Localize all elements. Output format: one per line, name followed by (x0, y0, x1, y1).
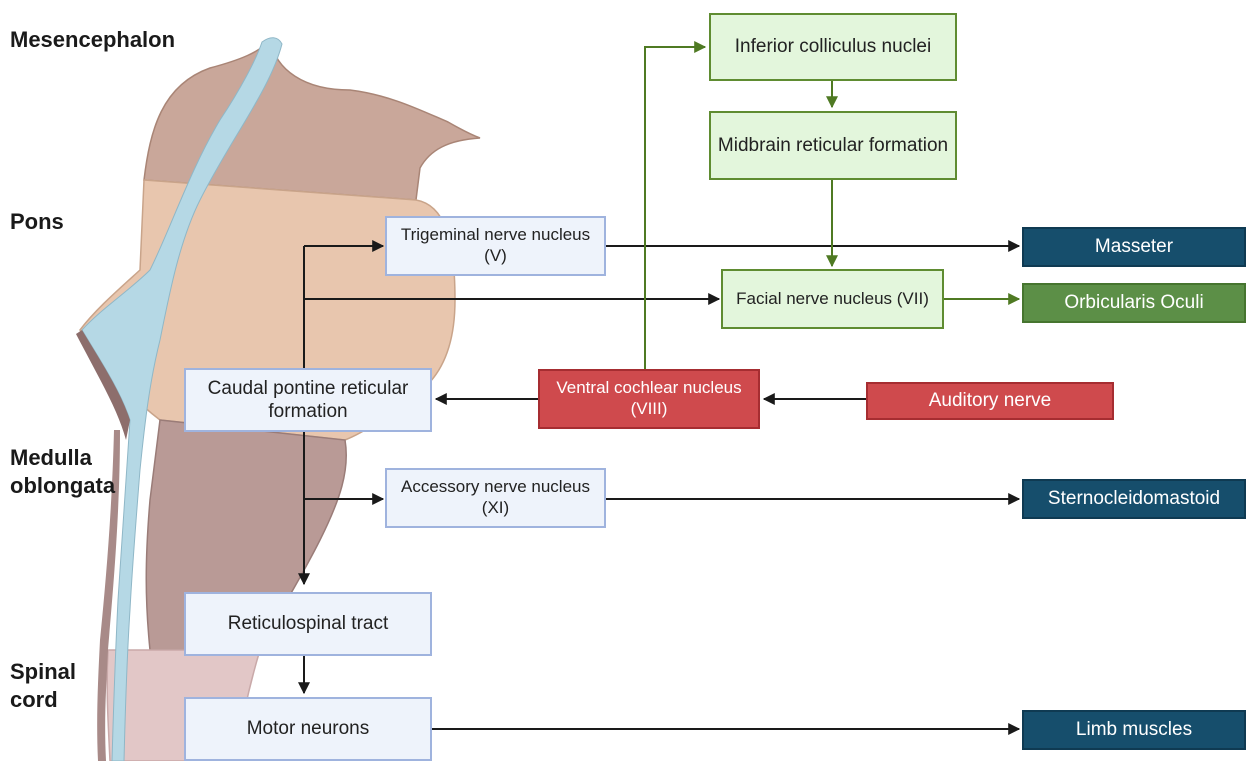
region-label-mesencephalon: Mesencephalon (10, 27, 176, 52)
node-ventral-cochlear: Ventral cochlear nucleus (VIII) (538, 369, 760, 429)
dorsal-rim-shape (97, 430, 120, 761)
node-inferior-colliculus: Inferior colliculus nuclei (709, 13, 957, 81)
node-masseter: Masseter (1022, 227, 1246, 267)
ventricle-rim-shape (76, 330, 130, 440)
node-auditory-nerve: Auditory nerve (866, 382, 1114, 420)
region-label-pons: Pons (10, 209, 64, 234)
node-sternocleidomastoid: Sternocleidomastoid (1022, 479, 1246, 519)
node-trigeminal: Trigeminal nerve nucleus (V) (385, 216, 606, 276)
node-accessory: Accessory nerve nucleus (XI) (385, 468, 606, 528)
region-label-spinal-cord: Spinal cord (10, 659, 77, 712)
ventricle-shape (81, 37, 283, 761)
node-reticulospinal: Reticulospinal tract (184, 592, 432, 656)
node-limb-muscles: Limb muscles (1022, 710, 1246, 750)
node-orbicularis-oculi: Orbicularis Oculi (1022, 283, 1246, 323)
region-label-medulla: Medulla oblongata (10, 445, 116, 498)
mesencephalon-shape (143, 38, 481, 201)
node-midbrain-reticular: Midbrain reticular formation (709, 111, 957, 180)
node-facial: Facial nerve nucleus (VII) (721, 269, 944, 329)
node-motor-neurons: Motor neurons (184, 697, 432, 761)
node-caudal-pontine: Caudal pontine reticular formation (184, 368, 432, 432)
